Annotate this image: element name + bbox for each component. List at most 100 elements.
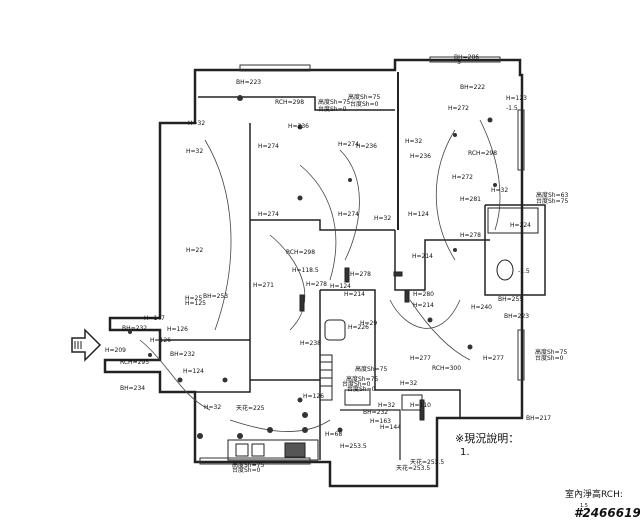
- ceiling-height-label: H=272: [448, 105, 469, 112]
- ceiling-height-label: H=126: [167, 326, 188, 333]
- ceiling-height-label: H=214: [344, 291, 365, 298]
- ceiling-height-label: H=32: [378, 402, 395, 409]
- ceiling-height-label: BH=217: [526, 415, 551, 422]
- ceiling-height-label: H=32: [374, 215, 391, 222]
- ceiling-height-label: H=32: [186, 148, 203, 155]
- rch-value: 1.5: [580, 503, 588, 509]
- ceiling-height-label: H=281: [460, 196, 481, 203]
- ceiling-height-label: H=274: [338, 141, 359, 148]
- ceiling-height-label: 台度Sh=0: [318, 105, 347, 113]
- rch-label: 室內淨高RCH:: [565, 488, 623, 500]
- ceiling-height-label: 台度Sh=0: [535, 354, 564, 362]
- ceiling-height-label: H=125: [185, 300, 206, 307]
- ceiling-height-label: BH=232: [170, 351, 195, 358]
- ceiling-height-label: -1.5: [518, 268, 530, 275]
- ceiling-height-label: 高度Sh=75: [232, 461, 264, 469]
- ceiling-height-label: 台度Sh=0: [232, 466, 261, 474]
- ceiling-height-label: BH=255: [498, 296, 523, 303]
- ceiling-height-label: BH=232: [122, 325, 147, 332]
- ceiling-height-label: 台度Sh=0: [350, 100, 379, 108]
- ceiling-height-label: H=236: [288, 123, 309, 130]
- ceiling-height-label: BH=223: [236, 79, 261, 86]
- ceiling-height-label: H=22: [186, 247, 203, 254]
- ceiling-height-label: H=236: [410, 153, 431, 160]
- ceiling-height-label: 天花=225: [236, 404, 265, 412]
- ceiling-height-label: H=163: [370, 418, 391, 425]
- ceiling-height-label: H=278: [460, 232, 481, 239]
- ceiling-height-label: 台度Sh=75: [536, 197, 568, 205]
- ceiling-height-label: -3: [455, 59, 461, 66]
- wiring-lines: [139, 119, 501, 432]
- ceiling-height-label: H=124: [330, 283, 351, 290]
- ceiling-height-label: 台度Sh=0: [347, 385, 376, 393]
- ceiling-height-label: H=277: [483, 355, 504, 362]
- ceiling-height-label: H=124: [183, 368, 204, 375]
- ceiling-height-label: H=226: [348, 324, 369, 331]
- ceiling-height-label: RCH=295: [120, 359, 149, 366]
- ceiling-height-label: BH=222: [460, 84, 485, 91]
- ceiling-height-label: H=271: [253, 282, 274, 289]
- ceiling-height-label: H=147: [144, 315, 165, 322]
- ceiling-height-label: H=29: [360, 320, 377, 327]
- ceiling-height-label: 天花=253.5: [396, 464, 430, 472]
- ceiling-height-label: H=278: [350, 271, 371, 278]
- notes-item: 1.: [460, 447, 470, 458]
- ceiling-height-label: H=277: [410, 355, 431, 362]
- ceiling-height-label: H=240: [471, 304, 492, 311]
- ceiling-height-label: BH=253: [203, 293, 228, 300]
- ceiling-height-label: 高度Sh=75: [318, 98, 350, 106]
- ceiling-height-label: H=32: [204, 404, 221, 411]
- ceiling-height-label: H=32: [491, 187, 508, 194]
- windows: [199, 56, 525, 465]
- ceiling-height-label: BH=223: [504, 313, 529, 320]
- ceiling-height-label: H=126: [303, 393, 324, 400]
- ceiling-height-label: H=272: [452, 174, 473, 181]
- ceiling-height-label: BH=206: [454, 54, 479, 61]
- ceiling-height-label: H=209: [105, 347, 126, 354]
- ceiling-height-label: H=118.5: [292, 267, 319, 274]
- ceiling-height-label: H=32: [400, 380, 417, 387]
- ceiling-height-label: H=214: [413, 302, 434, 309]
- ceiling-height-label: RCH=298: [275, 99, 304, 106]
- ceiling-height-label: BH=234: [120, 385, 145, 392]
- fixtures: [227, 207, 539, 461]
- ceiling-height-label: -1.5: [506, 105, 518, 112]
- ceiling-height-label: 高度Sh=75: [535, 348, 567, 356]
- ceiling-height-label: 高度Sh=75: [348, 93, 380, 101]
- ceiling-height-label: H=280: [413, 291, 434, 298]
- ceiling-height-label: H=236: [356, 143, 377, 150]
- ceiling-height-label: 高度Sh=75: [346, 375, 378, 383]
- ceiling-height-label: 高度Sh=75: [355, 365, 387, 373]
- ceiling-height-label: 高度Sh=63: [536, 191, 568, 199]
- notes-title: ※現況說明：: [455, 431, 519, 445]
- ceiling-height-label: H=274: [258, 211, 279, 218]
- ceiling-height-label: H=278: [306, 281, 327, 288]
- ceiling-height-label: H=214: [412, 253, 433, 260]
- ceiling-height-label: H=124: [408, 211, 429, 218]
- notes-block: ※現況說明： 1. 室內淨高RCH: 1.5: [455, 431, 623, 509]
- ceiling-height-label: RCH=298: [468, 150, 497, 157]
- entrance-arrow: [71, 328, 102, 362]
- ceiling-height-label: H=123: [506, 95, 527, 102]
- walls: [103, 58, 546, 488]
- ceiling-height-label: H=238: [300, 340, 321, 347]
- ceiling-height-label: 天花=253.5: [410, 458, 444, 466]
- light-points: [128, 95, 497, 439]
- ceiling-height-label: RCH=298: [286, 249, 315, 256]
- ceiling-height-label: BH=232: [363, 409, 388, 416]
- watermark: #2466619: [574, 506, 640, 520]
- ceiling-height-label: H=32: [405, 138, 422, 145]
- ceiling-height-label: H=274: [258, 143, 279, 150]
- ceiling-height-label: H=126: [150, 337, 171, 344]
- ceiling-height-label: H=224: [510, 222, 531, 229]
- ceiling-height-label: RCH=300: [432, 365, 461, 372]
- ceiling-height-label: H=32: [188, 120, 205, 127]
- ceiling-height-label: H=253.5: [340, 443, 367, 450]
- ceiling-height-label: H=25: [185, 295, 202, 302]
- ceiling-height-label: 台度Sh=0: [342, 380, 371, 388]
- ceiling-height-label: H=144: [380, 424, 401, 431]
- ceiling-height-label: H=68: [325, 431, 342, 438]
- ceiling-height-label: H=274: [338, 211, 359, 218]
